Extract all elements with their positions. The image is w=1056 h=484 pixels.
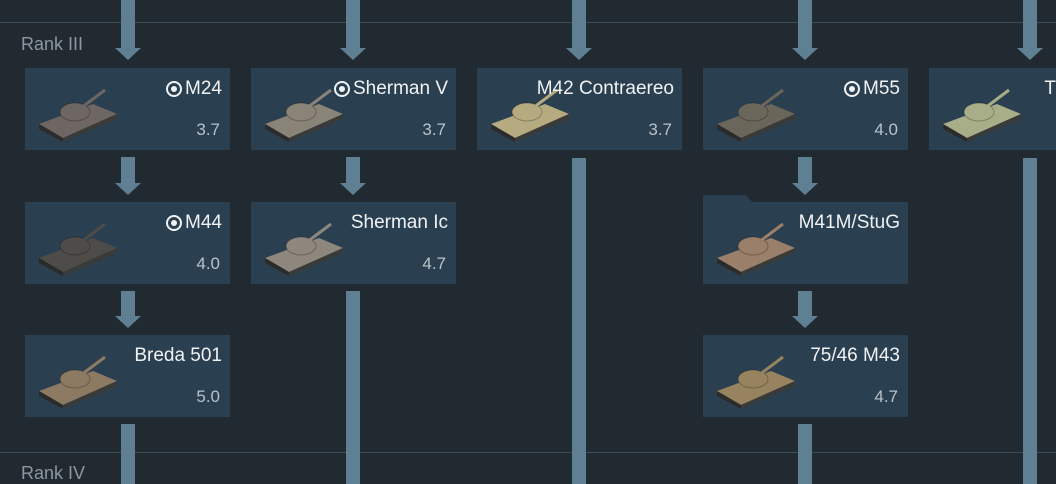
vehicle-card[interactable]: T: [929, 68, 1056, 150]
vehicle-name: 75/46 M43: [810, 345, 900, 366]
vehicle-name: M41M/StuG: [798, 212, 900, 233]
rank-iii-label: Rank III: [21, 34, 84, 54]
vehicle-name: M42 Contraereo: [536, 78, 674, 99]
battle-rating: 5.0: [196, 387, 220, 406]
connector-arrow: [798, 0, 812, 48]
connector-arrow: [798, 157, 812, 183]
connector-arrow: [1023, 158, 1037, 484]
arrow-head-icon: [340, 183, 366, 195]
tank-icon: [717, 355, 795, 409]
vehicle-card[interactable]: Breda 501 5.0: [25, 335, 230, 417]
arrow-head-icon: [792, 183, 818, 195]
research-target-icon: [166, 215, 183, 231]
tank-icon: [39, 355, 117, 409]
arrow-head-icon: [792, 48, 818, 60]
tank-icon: [39, 222, 117, 276]
folder-tab: [703, 195, 753, 203]
tank-icon: [39, 88, 117, 142]
tank-icon: [943, 88, 1021, 142]
rank-divider: [0, 22, 1056, 23]
battle-rating: 4.0: [874, 120, 898, 139]
battle-rating: 4.7: [874, 387, 898, 406]
connector-arrow: [346, 157, 360, 183]
arrow-head-icon: [340, 48, 366, 60]
vehicle-card[interactable]: Sherman Ic 4.7: [251, 202, 456, 284]
research-target-icon: [844, 81, 861, 97]
arrow-head-icon: [792, 316, 818, 328]
tank-icon: [717, 222, 795, 276]
vehicle-name: T: [1044, 78, 1056, 99]
research-target-icon: [333, 81, 350, 97]
vehicle-name: M55: [844, 78, 900, 100]
connector-arrow: [572, 158, 586, 484]
vehicle-name: Breda 501: [134, 345, 222, 366]
connector-arrow: [798, 291, 812, 316]
arrow-head-icon: [1017, 48, 1043, 60]
connector-arrow: [346, 291, 360, 484]
arrow-head-icon: [115, 316, 141, 328]
vehicle-name: M44: [166, 212, 222, 234]
research-target-icon: [166, 81, 183, 97]
battle-rating: 3.7: [196, 120, 220, 139]
battle-rating: 3.7: [422, 120, 446, 139]
connector-arrow: [1023, 0, 1037, 48]
battle-rating: 3.7: [648, 120, 672, 139]
connector-arrow: [121, 291, 135, 316]
arrow-head-icon: [566, 48, 592, 60]
arrow-head-icon: [115, 48, 141, 60]
tank-icon: [265, 222, 343, 276]
connector-arrow: [798, 424, 812, 484]
arrow-head-icon: [115, 183, 141, 195]
vehicle-card[interactable]: M41M/StuG: [703, 202, 908, 284]
vehicle-card[interactable]: 75/46 M43 4.7: [703, 335, 908, 417]
vehicle-card[interactable]: M44 4.0: [25, 202, 230, 284]
vehicle-name: Sherman Ic: [350, 212, 448, 233]
vehicle-name: M24: [166, 78, 222, 100]
connector-arrow: [121, 424, 135, 484]
battle-rating: 4.0: [196, 254, 220, 273]
rank-iv-label: Rank IV: [21, 463, 86, 483]
connector-arrow: [121, 0, 135, 48]
connector-arrow: [121, 157, 135, 183]
vehicle-card[interactable]: M42 Contraereo 3.7: [477, 68, 682, 150]
vehicle-card[interactable]: Sherman V 3.7: [251, 68, 456, 150]
tank-icon: [717, 88, 795, 142]
vehicle-card[interactable]: M55 4.0: [703, 68, 908, 150]
tank-icon: [265, 88, 343, 142]
connector-arrow: [346, 0, 360, 48]
vehicle-card[interactable]: M24 3.7: [25, 68, 230, 150]
vehicle-name: Sherman V: [333, 78, 448, 100]
battle-rating: 4.7: [422, 254, 446, 273]
connector-arrow: [572, 0, 586, 48]
rank-divider: [0, 452, 1056, 453]
tank-icon: [491, 88, 569, 142]
